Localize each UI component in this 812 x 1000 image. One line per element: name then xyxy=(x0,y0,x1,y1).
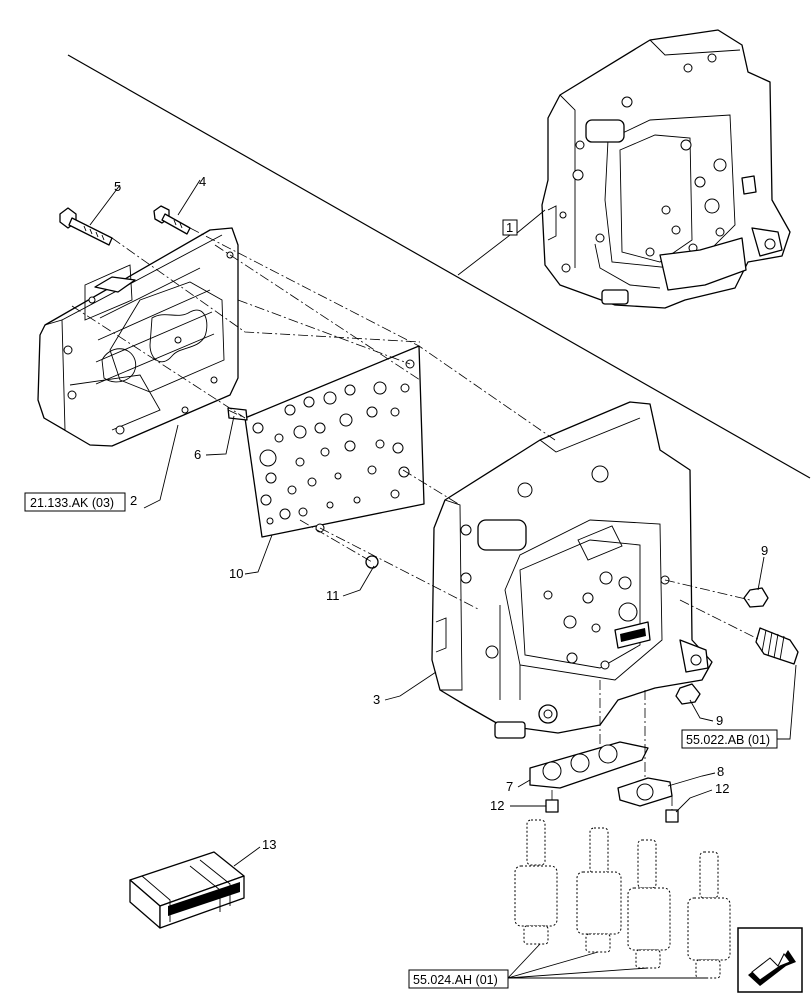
gasket-8 xyxy=(617,777,673,807)
callout-11: 11 xyxy=(326,588,340,603)
alignment-lines xyxy=(71,227,761,810)
callout-9a: 9 xyxy=(761,543,768,558)
callout-4: 4 xyxy=(199,174,206,189)
callout-9b: 9 xyxy=(716,713,723,728)
bolt-4 xyxy=(153,205,191,235)
plug-9-lower xyxy=(675,683,701,705)
main-valve-body xyxy=(431,401,713,739)
navigation-arrow-icon xyxy=(737,927,803,993)
solenoid-valves xyxy=(514,819,731,979)
service-kit-box xyxy=(129,851,245,929)
callout-10: 10 xyxy=(229,566,243,581)
callout-3: 3 xyxy=(373,692,380,707)
callout-7: 7 xyxy=(506,779,513,794)
ref-21133: 21.133.AK (03) xyxy=(30,496,114,510)
ref-55022: 55.022.AB (01) xyxy=(686,733,770,747)
cover-plate xyxy=(37,227,239,447)
ref-box-55024 xyxy=(408,969,509,989)
separator-plate xyxy=(244,345,425,538)
callout-8: 8 xyxy=(717,764,724,779)
screw-12-right xyxy=(665,809,679,823)
screw-12-left xyxy=(545,799,559,813)
callout-5: 5 xyxy=(114,179,121,194)
plate-holes xyxy=(252,359,415,533)
solenoid-2 xyxy=(576,827,622,953)
callout-2: 2 xyxy=(130,493,137,508)
ref-box-55022 xyxy=(681,729,778,749)
valve-assembly-overview xyxy=(541,29,791,309)
leader-lines xyxy=(89,179,797,979)
ref-box-21133 xyxy=(24,492,126,512)
plug-11 xyxy=(365,555,379,569)
solenoid-4 xyxy=(687,851,731,979)
callout-1: 1 xyxy=(506,220,513,235)
gasket-7 xyxy=(529,741,649,789)
overview-port-holes xyxy=(559,53,727,273)
callout-12b: 12 xyxy=(715,781,729,796)
callout-6: 6 xyxy=(194,447,201,462)
callout-12a: 12 xyxy=(490,798,504,813)
bolt-5 xyxy=(59,207,113,246)
ref-55024: 55.024.AH (01) xyxy=(413,973,498,987)
plug-9-upper xyxy=(743,587,769,608)
pressure-sensor xyxy=(755,627,799,665)
section-divider-line xyxy=(67,54,811,479)
solenoid-1 xyxy=(514,819,558,945)
callout-13: 13 xyxy=(262,837,276,852)
solenoid-3 xyxy=(627,839,671,969)
pin-6 xyxy=(227,407,248,421)
